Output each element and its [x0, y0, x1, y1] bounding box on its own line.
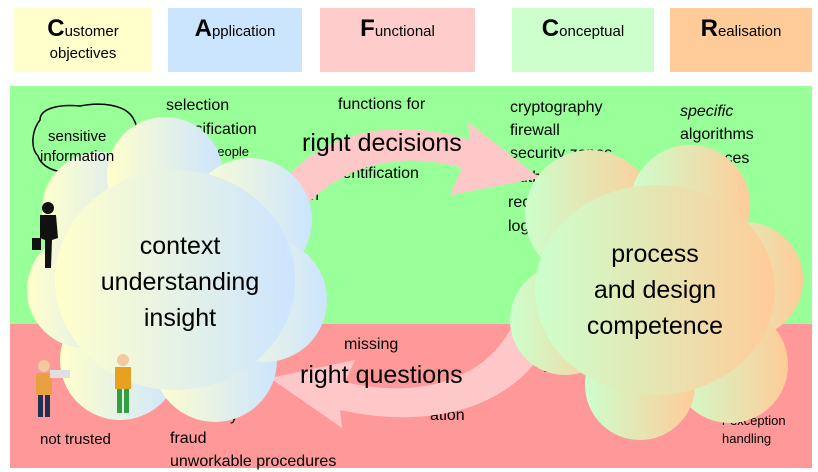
application-item: unworkable procedures — [170, 453, 337, 470]
left-cloud — [27, 117, 327, 422]
top-curved-arrow — [270, 122, 540, 212]
functional-item: functions for — [338, 96, 426, 113]
conceptual-item: cryptography — [510, 99, 603, 116]
functional-item: missing — [344, 336, 399, 353]
right-cloud-text: process and design competence — [545, 236, 765, 344]
realisation-item: specific — [680, 103, 734, 120]
application-item: people — [210, 144, 250, 159]
header-conceptual: Conceptual — [512, 8, 654, 72]
realisation-item: handling — [722, 431, 772, 446]
right-questions-label: right questions — [300, 361, 463, 389]
not-trusted-label: not trusted — [40, 431, 111, 448]
left-cloud-line: insight — [143, 304, 217, 332]
worker-icon — [115, 354, 131, 413]
header-realisation: Realisation — [670, 8, 812, 72]
left-cloud-line: understanding — [100, 268, 260, 296]
realisation-item: algorithms — [680, 126, 754, 143]
conceptual-item: firewall — [510, 122, 560, 139]
header-application: Application — [168, 8, 302, 72]
worker-icon — [36, 360, 70, 417]
right-cloud-line: competence — [586, 312, 724, 340]
right-cloud-line: process — [611, 240, 699, 268]
conceptual-item: log — [508, 218, 530, 235]
application-item: fraud — [170, 430, 207, 447]
right-decisions-label: right decisions — [302, 129, 462, 157]
header-customer-objectives: Customer objectives — [14, 8, 152, 72]
person-icon — [32, 202, 58, 268]
header-functional: Functional — [320, 8, 475, 72]
bubble-text: information — [40, 148, 115, 165]
application-item: selection — [166, 97, 230, 114]
left-cloud-line: context — [139, 232, 221, 260]
left-cloud-text: context understanding insight — [60, 228, 300, 336]
right-cloud-line: and design — [593, 276, 717, 304]
bubble-text: sensitive — [48, 128, 107, 145]
conceptual-item: rec — [508, 194, 531, 211]
bottom-curved-arrow — [270, 330, 555, 428]
right-cloud — [510, 145, 803, 440]
